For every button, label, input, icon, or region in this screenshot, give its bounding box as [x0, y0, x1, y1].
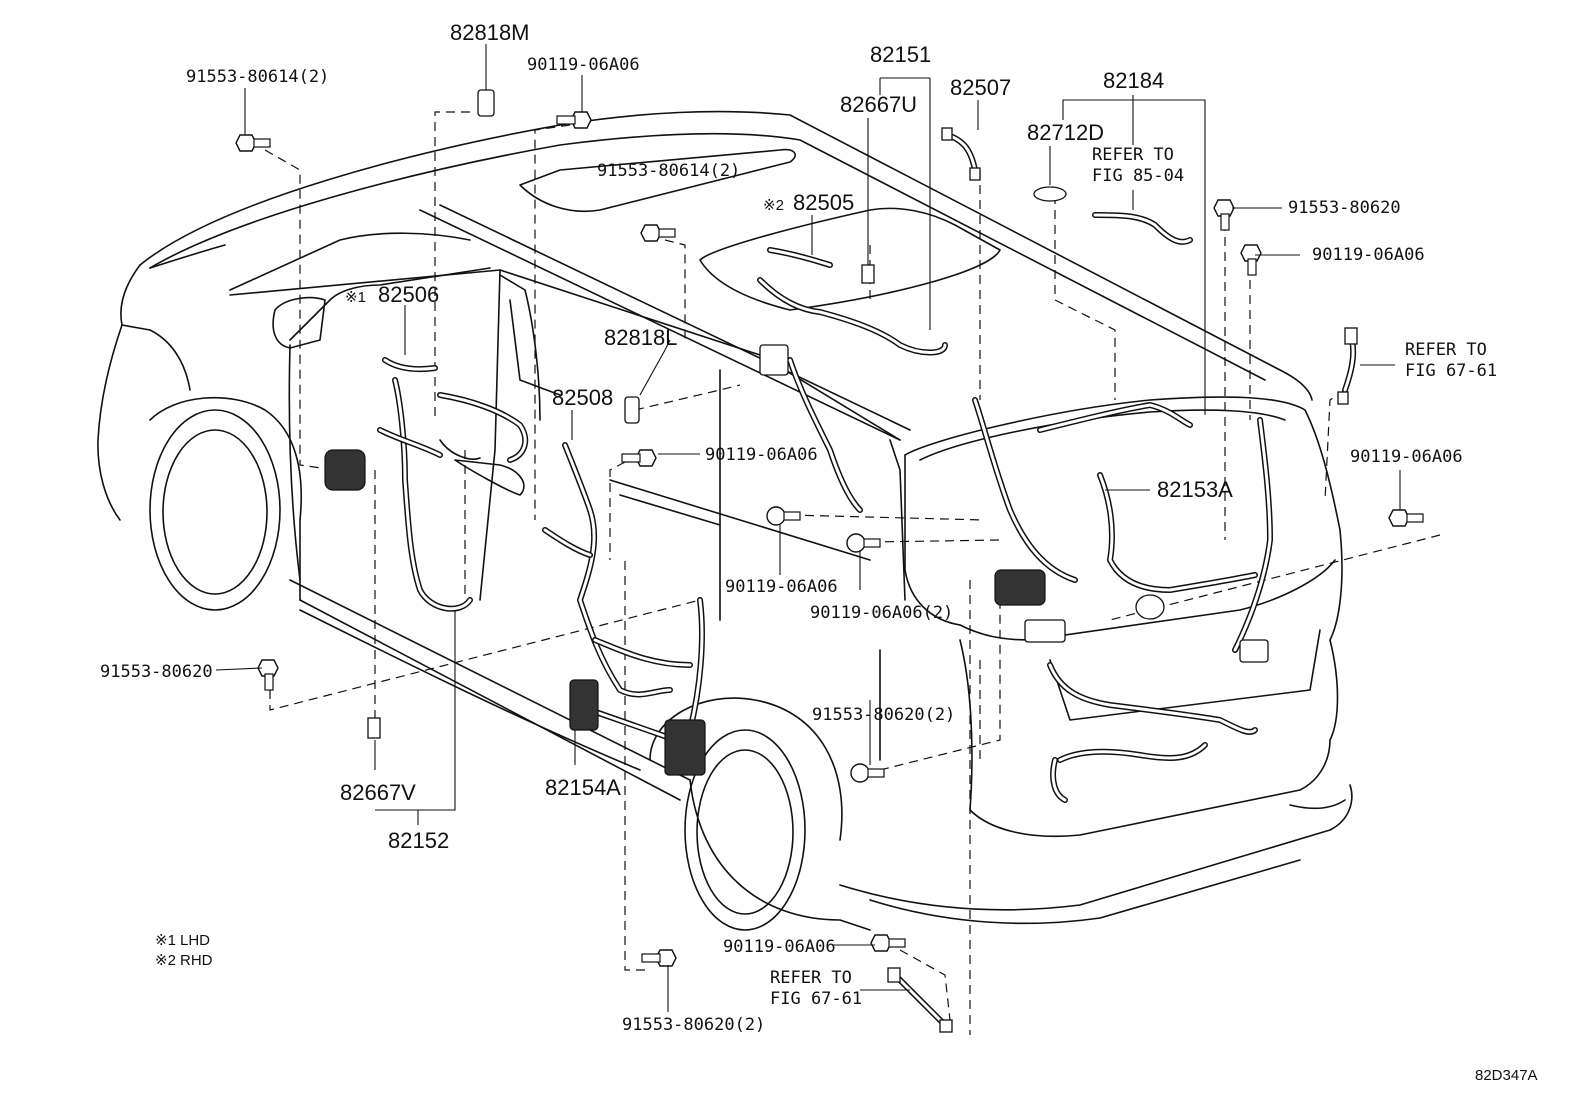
label-82506-mark: ※1	[345, 289, 366, 306]
connectors	[324, 89, 1358, 1033]
harness-82184-piece	[1092, 212, 1193, 245]
bolt-icon	[846, 533, 881, 553]
bolt-icon	[766, 506, 801, 526]
label-refer-67-61-bottom-line1: REFER TO	[770, 968, 852, 988]
diagram-code: 82D347A	[1475, 1067, 1538, 1084]
note-text-2: RHD	[180, 952, 213, 969]
label-82506: 82506	[378, 282, 439, 307]
bolt-icon	[1213, 199, 1235, 231]
label-82505-mark: ※2	[763, 197, 784, 214]
label-82153A: 82153A	[1157, 477, 1233, 502]
legend-notes: ※1 LHD ※2 RHD	[155, 932, 213, 969]
bolt-icon	[1240, 244, 1262, 276]
note-mark-1: ※1	[155, 932, 176, 949]
label-82507: 82507	[950, 75, 1011, 100]
label-82151: 82151	[870, 42, 931, 67]
label-refer-67-61-right-line1: REFER TO	[1405, 340, 1487, 360]
bolt-icon	[641, 949, 677, 967]
label-90119-right-lower: 90119-06A06	[1350, 447, 1463, 467]
label-91553-80614-roof: 91553-80614(2)	[597, 161, 740, 181]
label-82818L: 82818L	[604, 325, 677, 350]
label-91553-80620-right: 91553-80620	[1288, 198, 1401, 218]
bolt-icon	[235, 134, 271, 152]
part-82712D-grommet	[1033, 186, 1067, 202]
label-refer-85-04-line2: FIG 85-04	[1092, 166, 1184, 186]
label-82184: 82184	[1103, 68, 1164, 93]
bolt-icon	[640, 224, 676, 242]
label-91553-80620-2-center: 91553-80620(2)	[812, 705, 955, 725]
label-82818M: 82818M	[450, 20, 530, 45]
label-82667U: 82667U	[840, 92, 917, 117]
label-82505: 82505	[793, 190, 854, 215]
label-82712D: 82712D	[1027, 120, 1104, 145]
note-mark-2: ※2	[155, 952, 176, 969]
harness-82508	[542, 442, 693, 698]
bolt-icon	[1388, 509, 1424, 527]
bolt-icon	[870, 934, 906, 952]
part-82667V-clip	[367, 717, 381, 739]
harness-refer-67-61-right	[1342, 337, 1357, 393]
label-refer-67-61-right-line2: FIG 67-61	[1405, 361, 1497, 381]
label-refer-67-61-bottom-line2: FIG 67-61	[770, 989, 862, 1009]
label-90119-bottom: 90119-06A06	[723, 937, 836, 957]
bolt-icon	[621, 449, 657, 467]
harness-82505	[757, 247, 948, 513]
label-82152: 82152	[388, 828, 449, 853]
harness-82506	[377, 357, 529, 612]
part-labels: 82818M 90119-06A06 91553-80614(2) 82151 …	[100, 20, 1497, 1035]
label-82667V: 82667V	[340, 780, 416, 805]
note-text-1: LHD	[180, 932, 210, 949]
bolts	[235, 111, 1424, 967]
part-82818M-clip	[477, 89, 495, 117]
part-82818L-clip	[624, 396, 640, 424]
label-91553-80620-left: 91553-80620	[100, 662, 213, 682]
speaker-front-door	[324, 449, 366, 491]
harness-refer-67-61-bottom	[892, 972, 948, 1028]
label-90119-top: 90119-06A06	[527, 55, 640, 75]
harness-82153A	[1047, 417, 1273, 803]
label-90119-mid: 90119-06A06	[705, 445, 818, 465]
label-82508: 82508	[552, 385, 613, 410]
harness-82151-rear	[972, 397, 1193, 583]
bolt-icon	[850, 763, 885, 783]
label-82154A: 82154A	[545, 775, 621, 800]
bolt-icon	[257, 659, 279, 691]
label-91553-80620-2-bottom: 91553-80620(2)	[622, 1015, 765, 1035]
leader-lines	[215, 44, 1401, 1012]
label-90119-right-upper: 90119-06A06	[1312, 245, 1425, 265]
label-90119-center: 90119-06A06	[725, 577, 838, 597]
label-90119-center-2: 90119-06A06(2)	[810, 603, 953, 623]
part-82154A-junction	[569, 679, 599, 731]
part-82667U-clip	[861, 264, 875, 284]
reference-guide-lines	[264, 111, 1441, 1035]
label-91553-80614-topleft: 91553-80614(2)	[186, 67, 329, 87]
label-refer-85-04-line1: REFER TO	[1092, 145, 1174, 165]
bolt-icon	[556, 111, 592, 129]
